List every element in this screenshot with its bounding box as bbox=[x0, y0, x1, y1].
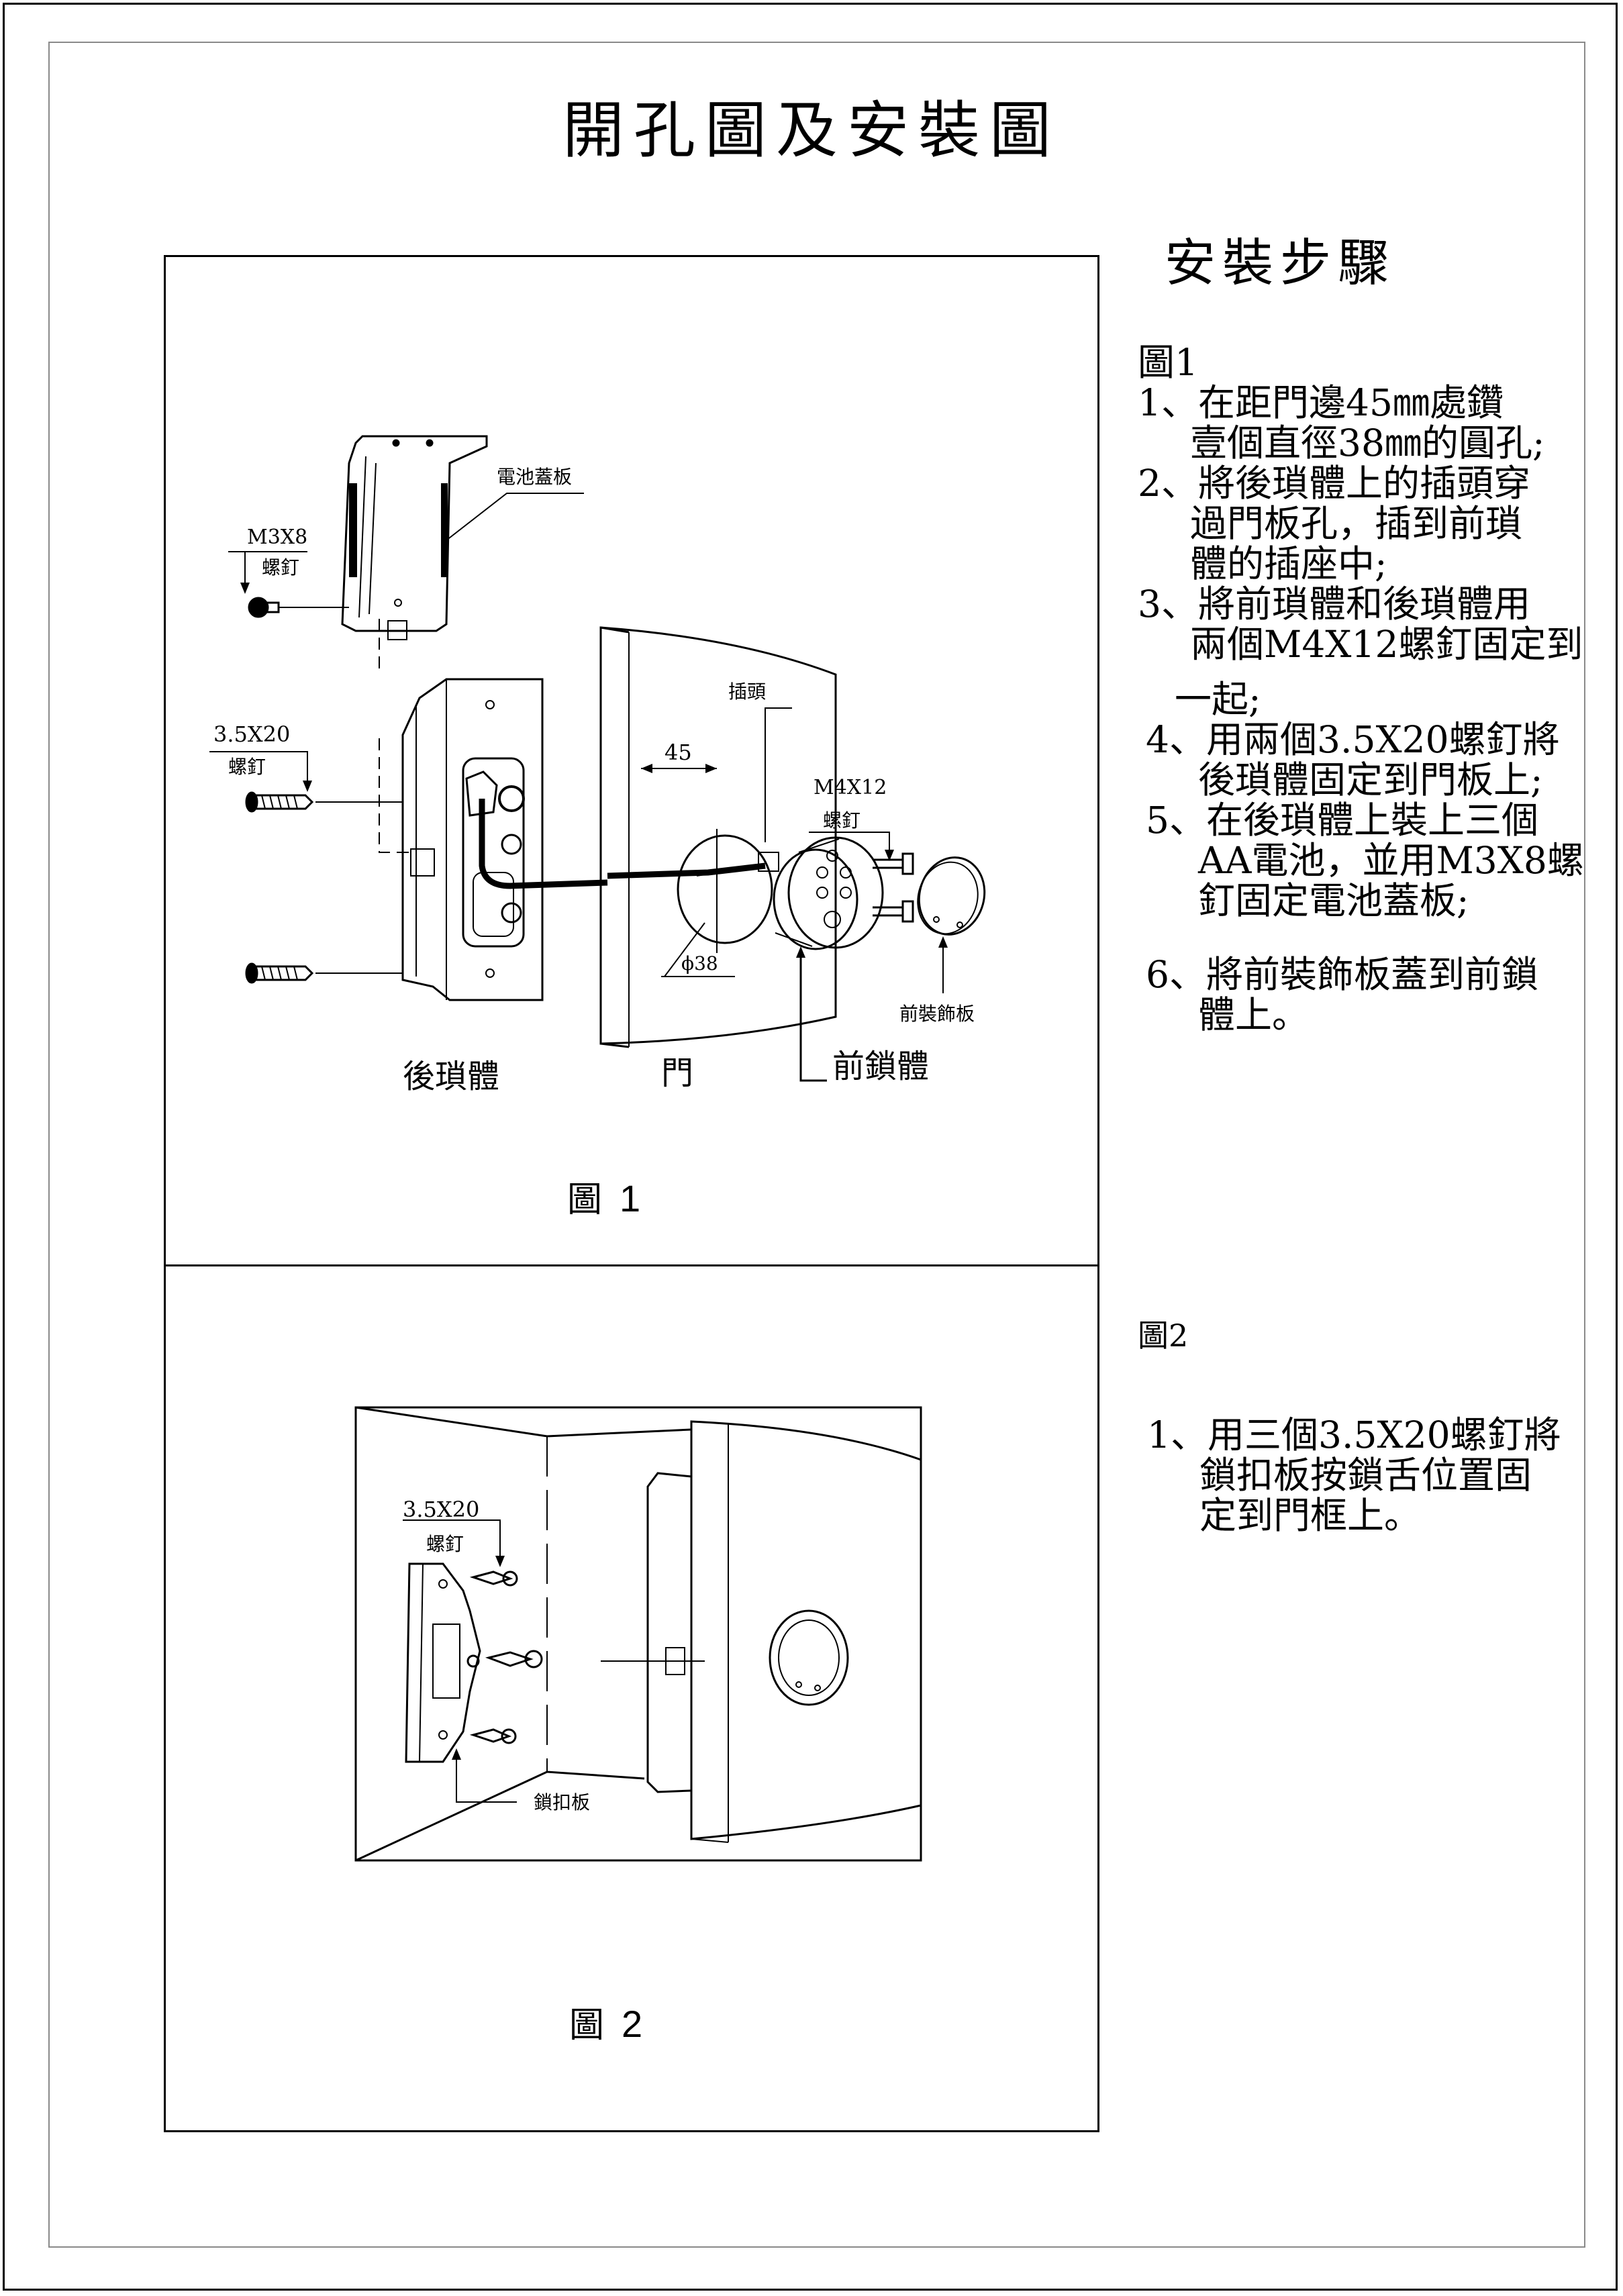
label-m3x8-screw: 螺釘 bbox=[262, 556, 299, 579]
figure2-caption-word: 圖 bbox=[569, 2005, 605, 2046]
m3x8-screw bbox=[248, 597, 349, 618]
instructions1-heading: 圖1 bbox=[1138, 341, 1198, 384]
figure1-diagram: 電池蓋板 M3X8 螺釘 3.5X20 螺釘 插頭 45 M4X12 螺釘 ϕ3… bbox=[209, 435, 986, 1095]
label-dia-38: ϕ38 bbox=[681, 952, 718, 975]
step-1-num: 1、 bbox=[1138, 381, 1198, 424]
fig2-step-1-line-1: 用三個3.5X20螺釘將 bbox=[1208, 1413, 1561, 1456]
figure1-caption-word: 圖 bbox=[567, 1180, 603, 1220]
page-title: 開孔圖及安裝圖 bbox=[562, 95, 1061, 166]
rear-screws bbox=[245, 791, 403, 984]
step-4-num: 4、 bbox=[1146, 718, 1206, 761]
label-front-body: 前鎖體 bbox=[832, 1048, 929, 1085]
step-4-line-1: 用兩個3.5X20螺釘將 bbox=[1206, 718, 1560, 761]
step-2-line-3: 體的插座中; bbox=[1190, 542, 1387, 585]
cable bbox=[479, 799, 608, 889]
label-m3x8: M3X8 bbox=[247, 526, 307, 549]
label-screw-3520-word: 螺釘 bbox=[228, 756, 266, 778]
label-front-trim: 前裝飾板 bbox=[899, 1003, 975, 1025]
step-2: 2、將後瑣體上的插頭穿 過門板孔，插到前瑣 體的插座中; bbox=[1138, 463, 1584, 584]
fig2-step-1-num: 1、 bbox=[1147, 1413, 1208, 1456]
label-door: 門 bbox=[661, 1054, 693, 1092]
label-dim-45: 45 bbox=[665, 740, 692, 765]
step-6-line-1: 將前裝飾板蓋到前鎖 bbox=[1206, 953, 1539, 996]
step-5-num: 5、 bbox=[1146, 799, 1206, 842]
figure-frame bbox=[164, 255, 1099, 2132]
step-1: 1、在距門邊45㎜處鑽 壹個直徑38㎜的圓孔; bbox=[1138, 383, 1584, 463]
label-rear-body: 後瑣體 bbox=[403, 1058, 499, 1095]
step-3-tail: 一起; bbox=[1175, 678, 1261, 721]
step-5-line-3: 釘固定電池蓋板; bbox=[1198, 879, 1469, 922]
fig2-step-1-line-2: 鎖扣板按鎖舌位置固 bbox=[1199, 1454, 1532, 1497]
step-3-line-2: 兩個M4X12螺釘固定到 bbox=[1190, 623, 1583, 666]
front-trim-plate bbox=[917, 856, 986, 936]
step-3: 3、將前瑣體和後瑣體用 兩個M4X12螺釘固定到 一起; bbox=[1138, 584, 1584, 719]
label-fig2-screw-word: 螺釘 bbox=[426, 1533, 464, 1555]
step-6-line-2: 體上。 bbox=[1198, 993, 1310, 1036]
outer-border bbox=[3, 3, 1618, 2291]
battery-cover bbox=[341, 435, 488, 640]
front-lock-body bbox=[773, 836, 884, 950]
door-panel bbox=[599, 626, 837, 1048]
label-fig2-screw-3520: 3.5X20 bbox=[403, 1497, 479, 1522]
step-3-num: 3、 bbox=[1138, 583, 1198, 626]
figure1-caption-number: 1 bbox=[620, 1177, 641, 1219]
inner-border bbox=[48, 42, 1585, 2248]
figure-divider bbox=[164, 1264, 1099, 1266]
instructions-figure1: 圖1 1、在距門邊45㎜處鑽 壹個直徑38㎜的圓孔; 2、將後瑣體上的插頭穿 過… bbox=[1138, 342, 1584, 1035]
strike-plate bbox=[405, 1562, 481, 1763]
label-strike-plate: 鎖扣板 bbox=[534, 1791, 590, 1813]
step-1-line-1: 在距門邊45㎜處鑽 bbox=[1198, 381, 1504, 424]
label-screw-3520: 3.5X20 bbox=[213, 721, 290, 747]
step-2-num: 2、 bbox=[1138, 462, 1198, 505]
fig2-step-1: 1、用三個3.5X20螺釘將 鎖扣板按鎖舌位置固 定到門框上。 bbox=[1147, 1415, 1561, 1536]
step-1-line-2: 壹個直徑38㎜的圓孔; bbox=[1190, 421, 1545, 464]
step-4-line-2: 後瑣體固定到門板上; bbox=[1198, 758, 1543, 801]
instructions-figure2: 圖2 1、用三個3.5X20螺釘將 鎖扣板按鎖舌位置固 定到門框上。 bbox=[1138, 1315, 1561, 1536]
m4x12-screws bbox=[873, 852, 914, 923]
step-2-line-2: 過門板孔，插到前瑣 bbox=[1190, 502, 1523, 545]
fig2-step-1-line-3: 定到門框上。 bbox=[1199, 1494, 1422, 1537]
label-plug: 插頭 bbox=[728, 681, 766, 703]
step-5-line-2: AA電池，並用M3X8螺 bbox=[1198, 839, 1584, 882]
step-4: 4、用兩個3.5X20螺釘將 後瑣體固定到門板上; bbox=[1146, 719, 1584, 800]
figure2-caption-number: 2 bbox=[622, 2003, 643, 2045]
step-3-line-1: 將前瑣體和後瑣體用 bbox=[1198, 583, 1531, 626]
step-5: 5、在後瑣體上裝上三個 AA電池，並用M3X8螺 釘固定電池蓋板; bbox=[1146, 800, 1584, 921]
step-2-line-1: 將後瑣體上的插頭穿 bbox=[1198, 462, 1531, 505]
label-m4x12: M4X12 bbox=[814, 776, 887, 799]
label-battery-cover: 電池蓋板 bbox=[497, 466, 572, 488]
door-panel-2 bbox=[646, 1420, 922, 1843]
strike-screws bbox=[469, 1570, 543, 1744]
step-6-num: 6、 bbox=[1146, 953, 1206, 996]
step-6: 6、將前裝飾板蓋到前鎖 體上。 bbox=[1146, 954, 1584, 1035]
label-m4x12-screw: 螺釘 bbox=[823, 809, 860, 832]
rear-lock-body bbox=[401, 678, 544, 1001]
instructions2-heading: 圖2 bbox=[1138, 1317, 1189, 1354]
figure2-diagram: 3.5X20 螺釘 鎖扣板 bbox=[354, 1406, 922, 1862]
step-5-line-1: 在後瑣體上裝上三個 bbox=[1206, 799, 1539, 842]
steps-title: 安裝步驟 bbox=[1165, 233, 1395, 293]
